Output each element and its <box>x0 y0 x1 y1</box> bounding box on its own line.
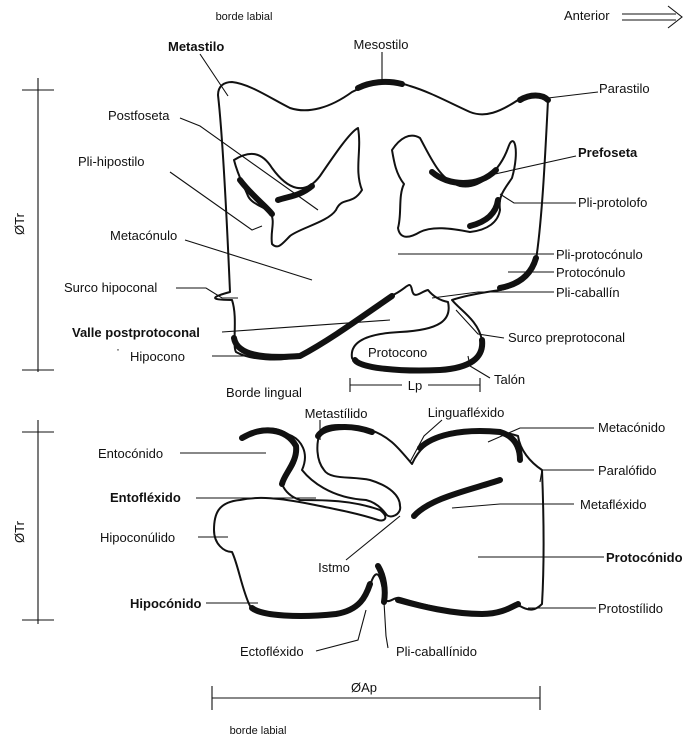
label-metaconulo: Metacónulo <box>110 228 177 243</box>
label-pli-protoconulo: Pli-protocónulo <box>556 247 643 262</box>
label-anterior: Anterior <box>564 8 610 23</box>
label-metaflexido: Metafléxido <box>580 497 646 512</box>
label-paralofido: Paralófido <box>598 463 657 478</box>
upper-molar <box>215 82 548 371</box>
lower-molar <box>214 425 544 616</box>
prefoseta-enamel <box>432 170 496 183</box>
protoconido-enamel <box>398 600 518 614</box>
label-postfoseta: Postfoseta <box>108 108 170 123</box>
lower-leaders <box>180 420 604 651</box>
label-metaconido: Metacónido <box>598 420 665 435</box>
prefoseta-shape <box>392 136 516 237</box>
label-valle-postprotoconal: Valle postprotoconal <box>72 325 200 340</box>
ap-dimension: ØAp <box>212 680 540 710</box>
label-ectoflexido: Ectofléxido <box>240 644 304 659</box>
metastilido-enamel <box>318 427 372 436</box>
label-metastilido: Metastílido <box>305 406 368 421</box>
upper-molar-outline <box>215 82 548 371</box>
label-upper-tr: ØTr <box>12 212 27 235</box>
entoconido-enamel <box>242 430 296 484</box>
label-entoflexido: Entofléxido <box>110 490 181 505</box>
label-protostilido: Protostílido <box>598 601 663 616</box>
label-metastilo: Metastilo <box>168 39 224 54</box>
label-borde-labial-top: borde labial <box>216 11 273 23</box>
svg-text:·: · <box>116 342 120 356</box>
label-pli-caballinido: Pli-caballínido <box>396 644 477 659</box>
label-protoconulo: Protocónulo <box>556 265 625 280</box>
mesostilo-enamel <box>358 82 402 88</box>
label-pli-hipostilo: Pli-hipostilo <box>78 154 144 169</box>
label-istmo: Istmo <box>318 560 350 575</box>
upper-labels: borde labial Anterior Metastilo Mesostil… <box>64 8 650 400</box>
postfoseta-enamel <box>240 180 272 214</box>
label-lower-tr: ØTr <box>12 520 27 543</box>
label-borde-labial-bottom: borde labial <box>230 725 287 737</box>
label-hipocono: Hipocono <box>130 349 185 364</box>
label-lp: Lp <box>408 378 422 393</box>
anterior-arrow-icon <box>622 6 682 28</box>
pli-caballinido-tip <box>378 566 385 602</box>
label-talon: Talón <box>494 372 525 387</box>
label-hipoconido: Hipocónido <box>130 596 202 611</box>
lower-dimension-tr: ØTr <box>12 420 54 624</box>
lower-labels: Metastílido Linguafléxido Metacónido Ent… <box>98 405 683 737</box>
label-prefoseta: Prefoseta <box>578 145 638 160</box>
metaconido-enamel <box>414 480 500 516</box>
label-parastilo: Parastilo <box>599 81 650 96</box>
lp-dimension: Lp <box>350 376 480 393</box>
parastilo-enamel <box>520 96 548 101</box>
label-protocono: Protocono <box>368 345 427 360</box>
label-linguaflexido: Linguafléxido <box>428 405 505 420</box>
label-borde-lingual: Borde lingual <box>226 385 302 400</box>
label-pli-protolofo: Pli-protolofo <box>578 195 647 210</box>
label-surco-preprotoconal: Surco preprotoconal <box>508 330 625 345</box>
linguaflexido-enamel <box>420 431 520 460</box>
label-protoconido: Protocónido <box>606 550 683 565</box>
label-pli-caballin: Pli-caballín <box>556 285 620 300</box>
label-hipoconulido: Hipoconúlido <box>100 530 175 545</box>
label-ap: ØAp <box>351 680 377 695</box>
protoconulo-enamel <box>500 258 536 288</box>
label-entoconido: Entocónido <box>98 446 163 461</box>
label-surco-hipoconal: Surco hipoconal <box>64 280 157 295</box>
label-mesostilo: Mesostilo <box>354 37 409 52</box>
upper-dimension-tr: ØTr <box>12 78 54 372</box>
postfoseta-shape <box>234 128 362 246</box>
hipoconido-enamel <box>252 584 370 616</box>
